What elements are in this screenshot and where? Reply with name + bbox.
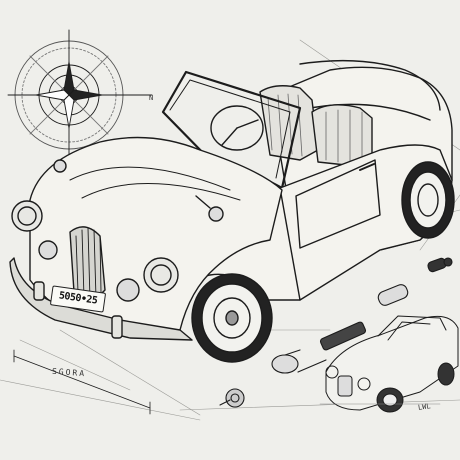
car-sketch-icon <box>9 59 455 363</box>
compass-rose-icon <box>7 29 153 161</box>
mini-car-icon <box>319 315 459 413</box>
compass-mark: N <box>149 94 154 102</box>
dimension-line <box>13 349 151 415</box>
parts-scatter <box>219 257 453 408</box>
